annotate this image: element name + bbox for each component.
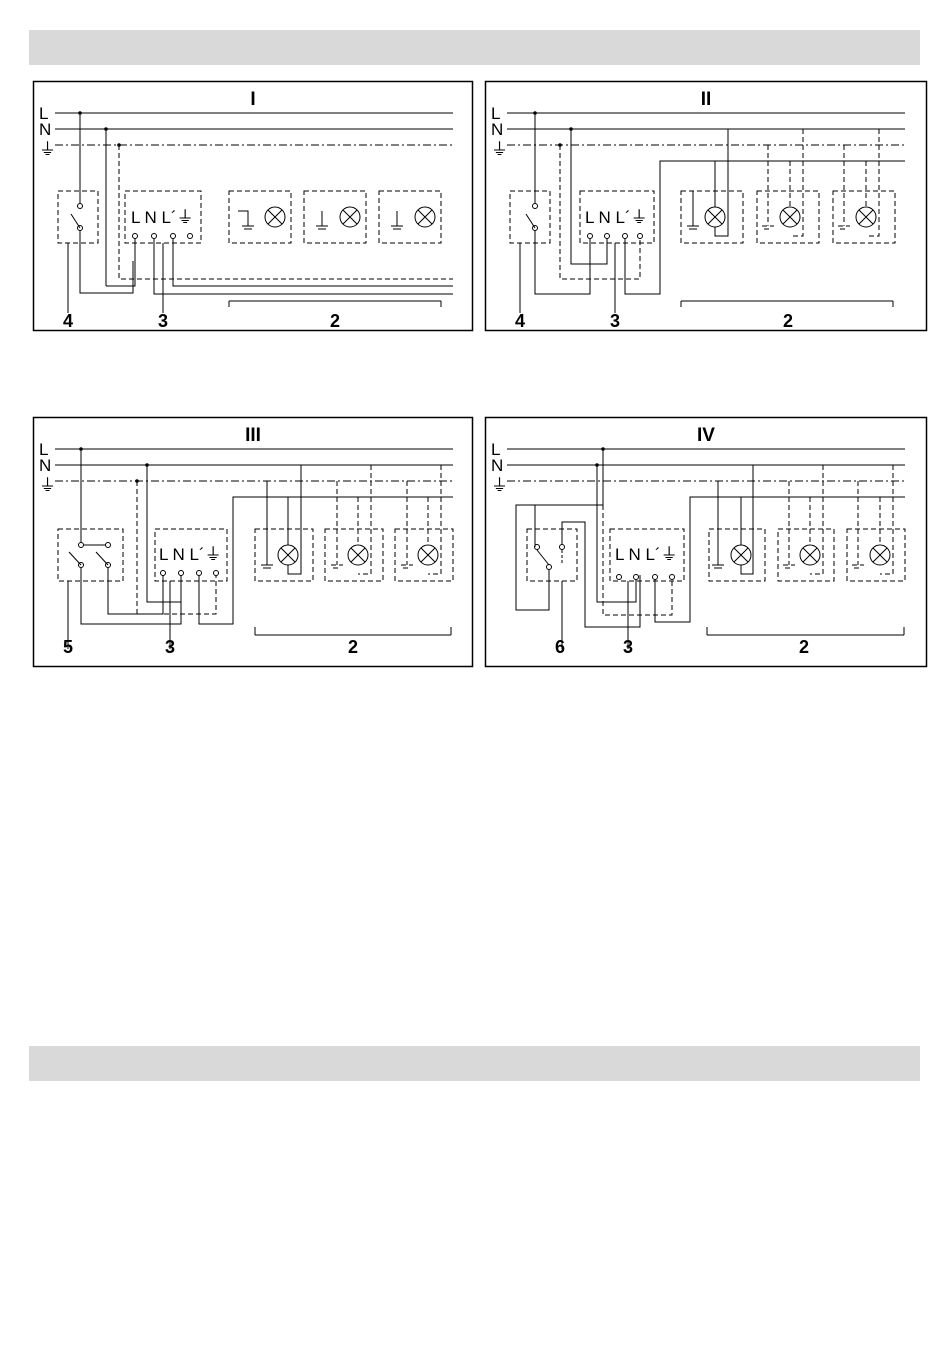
- junction-dot: [558, 143, 562, 147]
- neutral-wire: [571, 129, 607, 264]
- panel-title: IV: [697, 425, 715, 446]
- terminal-n: [634, 575, 639, 580]
- switch-contact: [79, 543, 84, 548]
- label-actuator: 3: [165, 637, 175, 657]
- terminal-lprime: [653, 575, 658, 580]
- switch-lever: [96, 552, 108, 565]
- terminal-labels: L N L´⏚: [585, 208, 648, 227]
- junction-dot: [569, 127, 573, 131]
- switch-lever: [71, 214, 80, 228]
- top-gray-banner: [29, 30, 920, 65]
- junction-dot: [533, 111, 537, 115]
- rail-label-n: N: [39, 120, 51, 139]
- label-switch: 6: [555, 637, 565, 657]
- lamp-3: [833, 129, 895, 243]
- junction-dot: [135, 479, 139, 483]
- label-lamps: 2: [348, 637, 358, 657]
- diagram-panel-2: II L N ⏚ L N L´⏚ 4: [485, 81, 927, 331]
- switch-contact: [560, 545, 565, 550]
- terminal-lprime: [623, 234, 628, 239]
- rail-label-earth: ⏚: [491, 476, 508, 495]
- lamp-2: [304, 191, 366, 243]
- switched-wire: [655, 497, 905, 622]
- terminal-n: [605, 234, 610, 239]
- terminal-earth: [214, 571, 219, 576]
- wire: [81, 568, 181, 624]
- switched-wire: [199, 497, 453, 624]
- terminal-l: [617, 575, 622, 580]
- switch-contact-top: [533, 204, 538, 209]
- switch-lever: [537, 550, 549, 565]
- lamp-2: [325, 465, 383, 581]
- label-switch: 4: [63, 311, 73, 331]
- rail-label-earth: ⏚: [491, 140, 508, 159]
- wire: [535, 231, 590, 294]
- label-lamps: 2: [330, 311, 340, 331]
- terminal-earth: [188, 234, 193, 239]
- lamp-1: [229, 191, 291, 243]
- terminal-lprime: [171, 234, 176, 239]
- label-switch: 5: [63, 637, 73, 657]
- lamp-1: [709, 465, 765, 581]
- terminal-earth: [638, 234, 643, 239]
- panel-title: III: [245, 425, 261, 446]
- switch-lever: [526, 214, 535, 228]
- lamp-2: [778, 465, 834, 581]
- rail-label-earth: ⏚: [39, 140, 56, 159]
- junction-dot: [117, 143, 121, 147]
- junction-dot: [595, 463, 599, 467]
- label-lamps: 2: [799, 637, 809, 657]
- rail-label-n: N: [491, 120, 503, 139]
- terminal-l: [133, 234, 138, 239]
- label-actuator: 3: [158, 311, 168, 331]
- lamp-1: [255, 465, 313, 581]
- lamp-1: [681, 129, 743, 243]
- terminal-n: [152, 234, 157, 239]
- panel-title: II: [701, 89, 712, 110]
- switch-lever: [69, 552, 81, 565]
- label-lamps: 2: [783, 311, 793, 331]
- switch-contact-top: [78, 204, 83, 209]
- lamp-3: [379, 191, 441, 243]
- switch-contact: [547, 565, 552, 570]
- diagram-panel-3: III L N ⏚ L N L´⏚: [33, 417, 473, 667]
- switched-wire: [625, 161, 905, 294]
- junction-dot: [104, 127, 108, 131]
- terminal-labels: L N L´⏚: [159, 545, 222, 564]
- terminal-n: [179, 571, 184, 576]
- terminal-l: [161, 571, 166, 576]
- bottom-gray-banner: [29, 1046, 920, 1081]
- junction-dot: [145, 463, 149, 467]
- double-switch-box: [58, 529, 123, 581]
- junction-dot: [78, 111, 82, 115]
- terminal-earth: [670, 575, 675, 580]
- panel-frame: [486, 82, 927, 331]
- lamp-2: [757, 129, 819, 243]
- rail-label-earth: ⏚: [39, 476, 56, 495]
- diagram-panel-1: I L N ⏚ L N L´⏚ 4: [33, 81, 473, 331]
- rail-label-n: N: [491, 456, 503, 475]
- switch-box: [58, 191, 98, 243]
- panel-frame: [486, 418, 927, 667]
- junction-dot: [79, 447, 83, 451]
- junction-dot: [601, 447, 605, 451]
- lamp-3: [395, 465, 453, 581]
- terminal-lprime: [197, 571, 202, 576]
- wire: [535, 449, 603, 547]
- wire: [516, 505, 549, 610]
- switch-box: [510, 191, 550, 243]
- label-actuator: 3: [610, 311, 620, 331]
- diagram-panel-4: IV L N ⏚ L N L´⏚: [485, 417, 927, 667]
- terminal-labels: L N L´⏚: [131, 208, 194, 227]
- terminal-l: [588, 234, 593, 239]
- label-actuator: 3: [623, 637, 633, 657]
- rail-label-n: N: [39, 456, 51, 475]
- panel-title: I: [250, 89, 255, 110]
- terminal-labels: L N L´⏚: [615, 545, 678, 564]
- lamp-3: [847, 465, 905, 581]
- switch-contact: [106, 543, 111, 548]
- label-switch: 4: [515, 311, 525, 331]
